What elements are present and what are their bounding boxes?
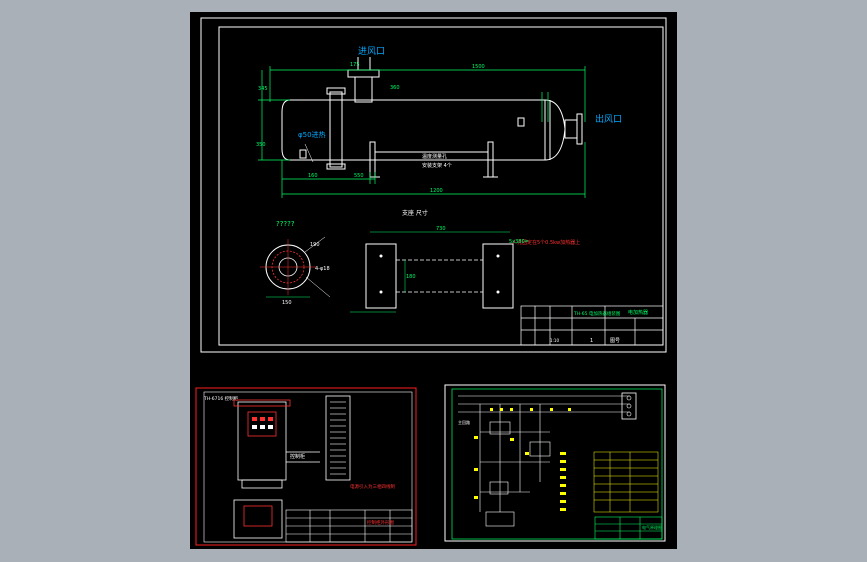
drawing-2-title-block (285, 509, 413, 543)
schematic-bus (458, 395, 630, 413)
drawing-sheet: 进风口 出风口 1500 345 350 175 360 1200 160 55… (190, 12, 677, 549)
title-block-code: 电加热器 (628, 309, 648, 316)
bottom-length-dim: 1200 (430, 188, 443, 194)
drawing-2-header: TH-6716 控制柜 (203, 395, 239, 402)
top-length-dim: 1500 (472, 64, 485, 70)
support-height: 180 (406, 274, 416, 280)
red-note: 人孔固定在5个0.5kw加热器上 (512, 239, 580, 246)
drawing-2-title: 控制柜外形图 (367, 519, 394, 526)
support-dim: 730 (436, 226, 446, 232)
cabinet-label: 控制柜 (290, 453, 305, 460)
inlet-label: 进风口 (358, 46, 385, 57)
flange-dim-c: 150 (282, 300, 292, 306)
flange-dim-b: 4-φ18 (315, 266, 330, 272)
outlet-label: 出风口 (595, 113, 622, 125)
flange-dim-a: 190 (310, 242, 320, 248)
small-dim-a: 175 (350, 62, 360, 68)
title-block-scale: 1:10 (550, 338, 559, 343)
detail-title: ????? (276, 220, 295, 228)
green-note: 5x380= (509, 239, 529, 245)
vessel-dimensions (258, 66, 586, 198)
title-block-label: 图号 (610, 338, 620, 344)
segment-b-dim: 550 (354, 173, 364, 179)
drawing-1-title-block (520, 305, 664, 346)
schematic-wire-table (593, 451, 659, 513)
flange-detail: ????? 190 4-φ18 150 (260, 220, 331, 306)
schematic-terminals (621, 392, 637, 420)
drawing-3-title: 电气原理图 (642, 524, 662, 530)
section-title: 支座 尺寸 (402, 209, 428, 217)
inner-label-b: 安装支架 4个 (422, 162, 452, 169)
vessel-labels: 进风口 出风口 1500 345 350 175 360 1200 160 55… (256, 46, 622, 194)
left-height-dim: 345 (258, 86, 268, 92)
schematic-yellow-components (474, 408, 571, 511)
heater-vessel (281, 57, 583, 178)
title-block-text: TH-65 电加热器组装图 (573, 310, 621, 317)
inner-label-a: 温度测量孔 (422, 153, 447, 160)
drawing-2-note: 电源引入为三相四线制 (350, 483, 395, 490)
cad-drawing-canvas: 进风口 出风口 1500 345 350 175 360 1200 160 55… (195, 17, 667, 546)
support-section: 支座 尺寸 人孔固定在5个0.5kw加热器上 5x380= 730 180 (350, 209, 580, 313)
left-dia-dim: 350 (256, 142, 266, 148)
schematic-branches (479, 404, 551, 527)
title-block-sheet: 1 (590, 338, 593, 344)
pipe-note: φ50进热 (298, 130, 326, 139)
small-dim-b: 360 (390, 85, 400, 91)
segment-a-dim: 160 (308, 173, 318, 179)
control-cabinet (233, 399, 320, 539)
drawing-1-title-text: TH-65 电加热器组装图 电加热器 1:10 图号 1 (550, 309, 648, 344)
drawing-3-note: 主回路 (458, 419, 470, 425)
cabinet-details: 控制柜 (252, 417, 305, 460)
drawing-3-frame (444, 384, 666, 542)
terminal-strip (325, 395, 351, 481)
drawing-3-title-block (594, 516, 663, 540)
drawing-1-frame (200, 17, 667, 353)
